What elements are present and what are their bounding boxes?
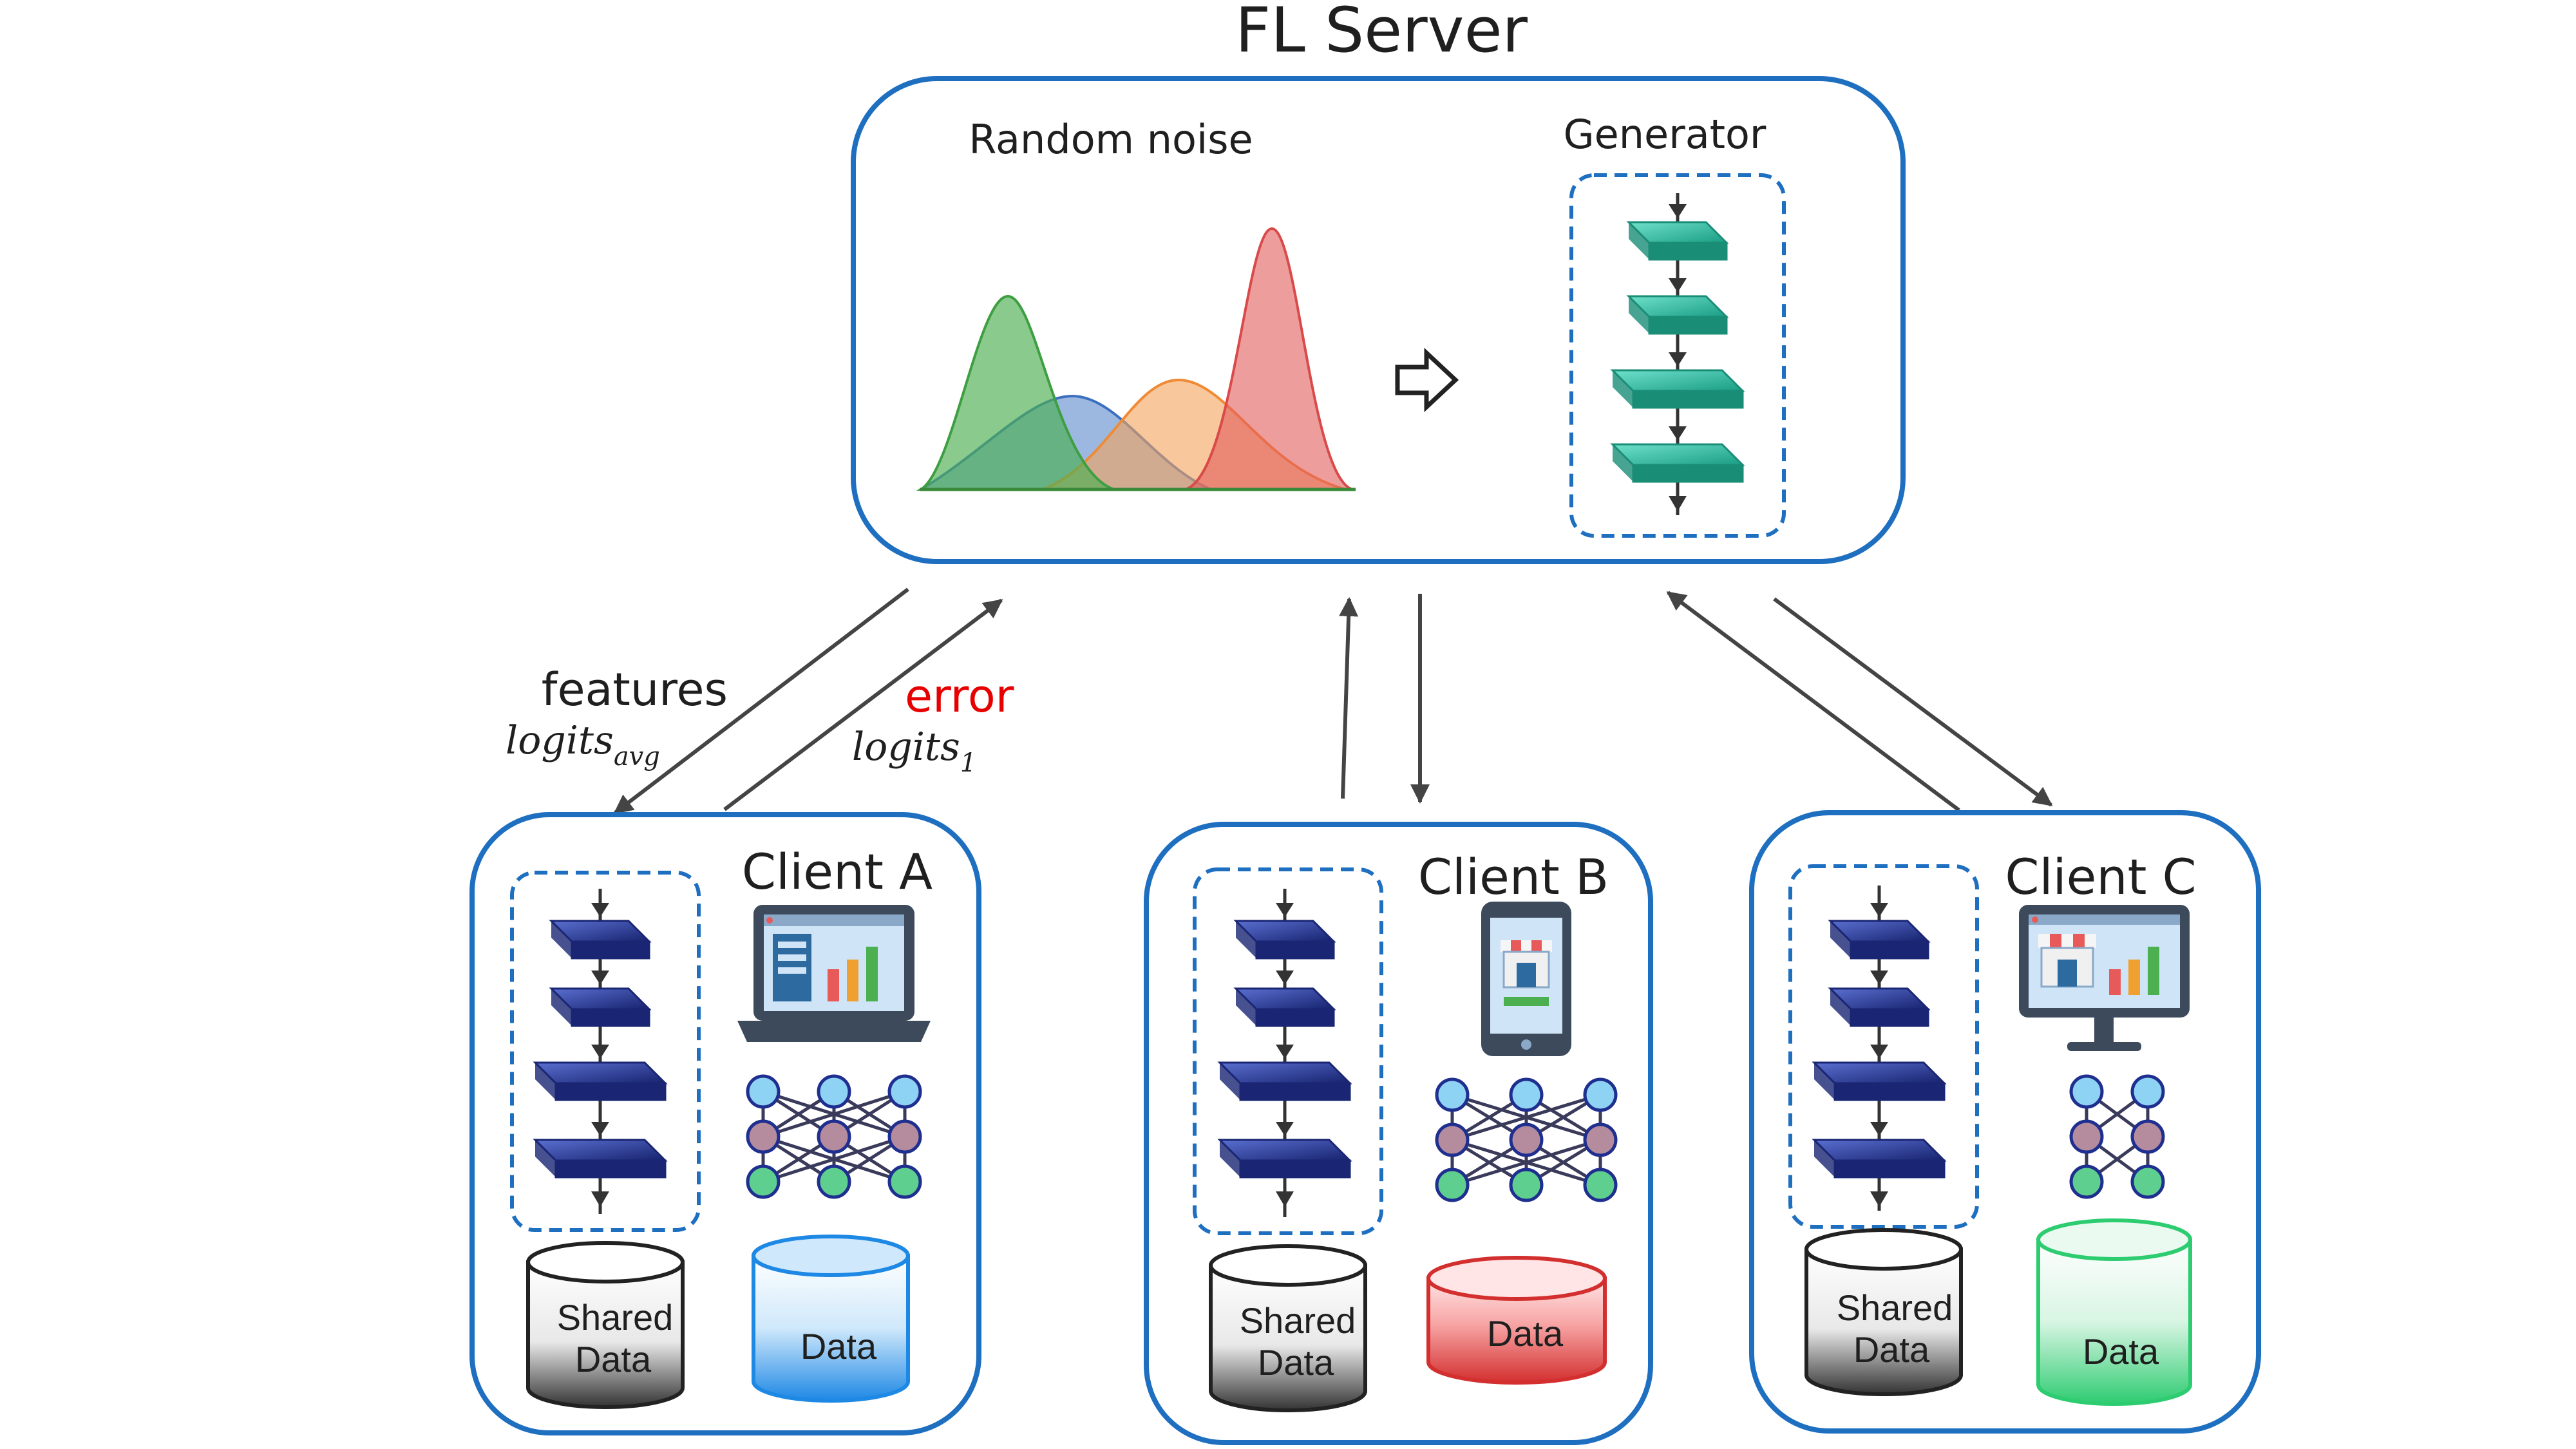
logits-1-label: logits1 — [852, 724, 976, 778]
client-b-model-output-arrow-icon — [1276, 1191, 1294, 1207]
generator-layer — [1610, 352, 1745, 409]
arrow-client-a-to-server — [723, 598, 1003, 811]
client-c-model-output-arrow-icon — [1870, 1191, 1888, 1207]
client-b-shared-label-2: Data — [1258, 1342, 1334, 1383]
client-a-shared-label-2: Data — [575, 1339, 652, 1379]
client-a-data-db: Data — [752, 1235, 910, 1403]
logits-avg-label: logitsavg — [506, 718, 660, 772]
client-a-model-layer — [549, 903, 652, 960]
client-b: Client B Shared Data Data — [1144, 822, 1653, 1445]
generator-dashed-box — [1569, 173, 1786, 538]
client-a-model-layer — [533, 1122, 668, 1179]
client-b-title: Client B — [1418, 848, 1609, 905]
client-c-data-label: Data — [2083, 1331, 2159, 1372]
client-b-model-layer — [1217, 1045, 1352, 1101]
client-c-shared-label-2: Data — [1853, 1329, 1930, 1370]
client-c-shared-label: Shared — [1837, 1287, 1953, 1328]
communication-arrows — [613, 587, 2053, 815]
client-c-model-layer — [1812, 1122, 1947, 1179]
client-c-model-layer — [1828, 971, 1931, 1027]
server-title: FL Server — [1235, 0, 1528, 66]
arrow-client-b-to-server — [1339, 597, 1359, 799]
client-a-shared-data-db: Shared Data — [526, 1241, 685, 1409]
client-b-model-layer — [1233, 971, 1336, 1027]
client-a-model-layer — [549, 971, 652, 1027]
client-a: Client A Shared Data — [469, 812, 981, 1435]
generator-layer — [1626, 204, 1729, 261]
random-noise-plot — [916, 227, 1356, 491]
generator-layer — [1610, 426, 1745, 483]
arrow-server-to-client-c — [1773, 597, 2053, 807]
neural-network-icon — [746, 1074, 922, 1199]
smartphone-icon — [1481, 902, 1571, 1056]
client-b-shared-label: Shared — [1240, 1300, 1356, 1341]
client-b-model-dashed-box — [1193, 867, 1383, 1235]
monitor-icon — [2019, 905, 2190, 1051]
client-a-model-dashed-box — [510, 871, 701, 1232]
hollow-right-arrow-icon — [1395, 347, 1459, 413]
laptop-icon — [737, 905, 931, 1042]
client-c-title: Client C — [2005, 848, 2196, 905]
generator-output-arrow-icon — [1669, 496, 1687, 511]
neural-network-icon-c — [2069, 1074, 2165, 1199]
client-b-shared-data-db: Shared Data — [1209, 1244, 1367, 1412]
client-a-shared-label: Shared — [557, 1297, 674, 1338]
client-a-title: Client A — [742, 843, 933, 900]
client-b-data-label: Data — [1487, 1313, 1564, 1354]
client-b-model-layer — [1217, 1122, 1352, 1179]
client-c-model-layer — [1828, 903, 1931, 960]
client-c: Client C Shared Data — [1749, 810, 2261, 1434]
generator-network — [1569, 173, 1786, 538]
features-label: features — [542, 663, 728, 716]
client-b-model-layer — [1233, 903, 1336, 960]
random-noise-label: Random noise — [969, 116, 1253, 163]
neural-network-icon-b — [1435, 1077, 1618, 1202]
noise-curve-red — [1184, 227, 1353, 491]
generator-label: Generator — [1564, 111, 1766, 158]
client-c-data-db: Data — [2036, 1218, 2192, 1406]
noise-curve-green — [916, 294, 1115, 491]
client-c-shared-data-db: Shared Data — [1804, 1228, 1963, 1396]
error-label: error — [905, 670, 1014, 723]
arrow-server-to-client-a — [613, 587, 909, 815]
arrow-client-c-to-server — [1666, 591, 1960, 812]
client-a-data-label: Data — [800, 1326, 877, 1367]
client-b-data-db: Data — [1426, 1256, 1607, 1385]
client-c-model-layer — [1812, 1045, 1947, 1101]
client-a-model-output-arrow-icon — [591, 1191, 609, 1207]
client-c-model-dashed-box — [1788, 864, 1979, 1229]
client-a-model-layer — [533, 1045, 668, 1101]
generator-layer — [1626, 278, 1729, 335]
